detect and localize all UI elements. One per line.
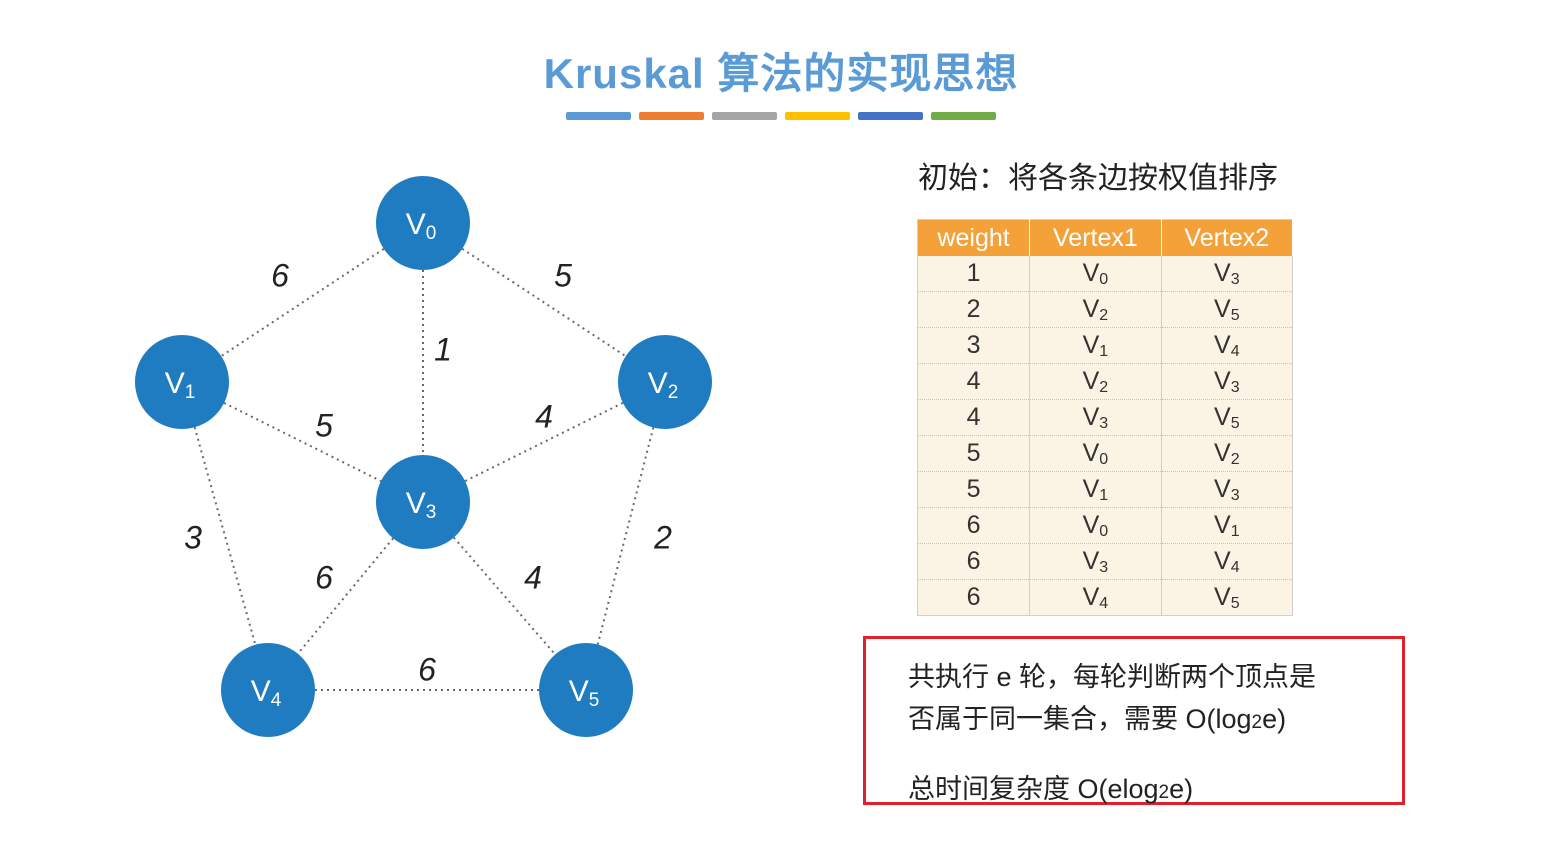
cell-weight: 3 — [917, 327, 1031, 364]
node-label-V4: V4 — [251, 675, 282, 711]
edge-weight-V1-V3: 5 — [315, 407, 333, 443]
cell-vertex2: V3 — [1161, 471, 1294, 508]
note-line-2-text: 否属于同一集合，需要 O(log — [908, 704, 1252, 734]
edge-weight-V0-V1: 6 — [271, 257, 289, 293]
cell-vertex1: V3 — [1029, 543, 1162, 580]
edge-V0-V2 — [461, 247, 627, 358]
edge-weight-V0-V3: 1 — [434, 331, 452, 367]
node-label-V5: V5 — [569, 675, 600, 711]
cell-weight: 2 — [917, 291, 1031, 328]
node-V2: V2 — [618, 335, 712, 429]
node-label-V1: V1 — [165, 367, 196, 403]
cell-vertex1: V3 — [1029, 399, 1162, 436]
edge-V3-V4 — [297, 537, 394, 655]
cell-vertex2: V5 — [1161, 579, 1294, 616]
cell-vertex1: V1 — [1029, 471, 1162, 508]
edge-V1-V4 — [193, 426, 257, 646]
edge-weight-V2-V5: 2 — [653, 519, 672, 555]
cell-weight: 5 — [917, 435, 1031, 472]
edge-V1-V3 — [223, 402, 382, 482]
cell-vertex2: V1 — [1161, 507, 1294, 544]
edge-weight-V4-V5: 6 — [418, 651, 436, 687]
header-weight: weight — [917, 219, 1031, 256]
cell-vertex2: V4 — [1161, 543, 1294, 580]
node-V1: V1 — [135, 335, 229, 429]
complexity-note-box: 共执行 e 轮，每轮判断两个顶点是 否属于同一集合，需要 O(log2e) 总时… — [863, 636, 1405, 805]
cell-weight: 6 — [917, 507, 1031, 544]
title-color-bar — [566, 112, 996, 120]
color-bar-segment — [712, 112, 777, 120]
cell-vertex2: V5 — [1161, 399, 1294, 436]
note-line-2: 否属于同一集合，需要 O(log2e) — [908, 697, 1286, 736]
cell-weight: 6 — [917, 579, 1031, 616]
page-title: Kruskal 算法的实现思想 — [543, 50, 1019, 97]
edge-weight-V1-V4: 3 — [184, 519, 202, 555]
color-bar-segment — [858, 112, 923, 120]
node-V3: V3 — [376, 455, 470, 549]
cell-vertex2: V3 — [1161, 363, 1294, 400]
color-bar-segment — [566, 112, 631, 120]
edge-weight-V0-V2: 5 — [554, 257, 572, 293]
edge-weight-V3-V5: 4 — [524, 559, 542, 595]
node-V5: V5 — [539, 643, 633, 737]
color-bar-segment — [785, 112, 850, 120]
cell-vertex2: V3 — [1161, 256, 1294, 292]
cell-vertex1: V1 — [1029, 327, 1162, 364]
cell-vertex2: V5 — [1161, 291, 1294, 328]
color-bar-segment — [639, 112, 704, 120]
note-line-1: 共执行 e 轮，每轮判断两个顶点是 — [908, 662, 1317, 692]
cell-weight: 5 — [917, 471, 1031, 508]
cell-weight: 1 — [917, 256, 1031, 292]
cell-vertex1: V0 — [1029, 256, 1162, 292]
cell-weight: 4 — [917, 363, 1031, 400]
node-V4: V4 — [221, 643, 315, 737]
cell-vertex1: V0 — [1029, 507, 1162, 544]
cell-vertex1: V2 — [1029, 291, 1162, 328]
header-vertex2: Vertex2 — [1161, 219, 1294, 256]
edge-V2-V5 — [596, 427, 655, 645]
note-line-3-subscript: 2 — [1158, 782, 1170, 803]
node-label-V0: V0 — [406, 208, 437, 244]
node-V0: V0 — [376, 176, 470, 270]
node-label-V3: V3 — [406, 487, 437, 523]
color-bar-segment — [931, 112, 996, 120]
node-label-V2: V2 — [648, 367, 679, 403]
edge-V3-V5 — [453, 536, 556, 656]
note-line-2-end: e) — [1262, 704, 1287, 734]
edge-weight-V3-V4: 6 — [315, 559, 333, 595]
cell-vertex1: V0 — [1029, 435, 1162, 472]
initial-sort-label: 初始：将各条边按权值排序 — [918, 162, 1278, 195]
note-line-3-text: 总时间复杂度 O(elog — [908, 774, 1159, 804]
cell-vertex2: V4 — [1161, 327, 1294, 364]
edge-V0-V1 — [220, 248, 385, 357]
cell-vertex1: V4 — [1029, 579, 1162, 616]
cell-vertex2: V2 — [1161, 435, 1294, 472]
edge-weight-V2-V3: 4 — [535, 398, 553, 434]
note-line-3-end: e) — [1169, 774, 1194, 804]
header-vertex1: Vertex1 — [1029, 219, 1162, 256]
note-line-3: 总时间复杂度 O(elog2e) — [908, 767, 1193, 806]
cell-weight: 4 — [917, 399, 1031, 436]
table-header-row: weight Vertex1 Vertex2 — [917, 219, 1294, 256]
note-line-2-subscript: 2 — [1251, 712, 1263, 733]
cell-weight: 6 — [917, 543, 1031, 580]
cell-vertex1: V2 — [1029, 363, 1162, 400]
